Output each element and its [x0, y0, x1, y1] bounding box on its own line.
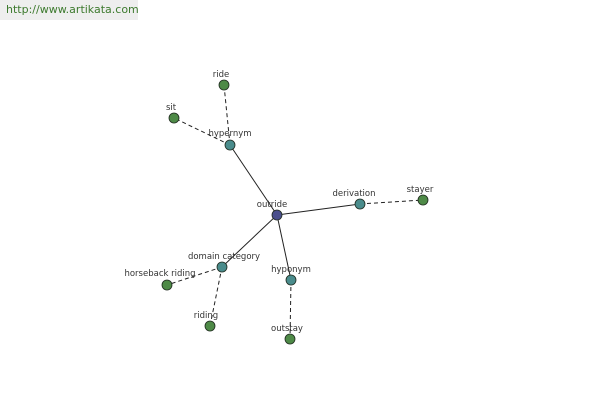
node-horseback-riding[interactable] — [161, 279, 173, 291]
edge-outride-hypernym — [229, 144, 278, 216]
edge-hypernym-ride — [223, 84, 231, 146]
node-derivation[interactable] — [354, 198, 366, 210]
edge-derivation-stayer — [359, 199, 424, 205]
node-label-horseback-riding[interactable]: horseback riding — [124, 269, 195, 279]
node-outride[interactable] — [271, 209, 283, 221]
nodes-layer — [161, 79, 429, 345]
edge-hyponym-outstay — [289, 279, 292, 340]
edges-layer — [166, 84, 424, 340]
node-riding[interactable] — [204, 320, 216, 332]
node-label-hypernym[interactable]: hypernym — [208, 129, 251, 139]
node-label-stayer[interactable]: stayer — [407, 185, 434, 195]
node-hyponym[interactable] — [285, 274, 297, 286]
node-label-riding[interactable]: riding — [194, 311, 218, 321]
node-ride[interactable] — [218, 79, 230, 91]
node-label-hyponym[interactable]: hyponym — [271, 265, 311, 275]
node-label-domain-category[interactable]: domain category — [188, 252, 260, 262]
node-label-outstay[interactable]: outstay — [271, 324, 303, 334]
labels-layer: outride hypernym derivation domain category… — [124, 70, 433, 334]
node-sit[interactable] — [168, 112, 180, 124]
node-label-outride[interactable]: outride — [257, 200, 287, 210]
node-outstay[interactable] — [284, 333, 296, 345]
edge-hypernym-sit — [173, 117, 231, 146]
edge-domain-category-riding — [209, 266, 223, 327]
edge-outride-hyponym — [276, 214, 292, 281]
node-hypernym[interactable] — [224, 139, 236, 151]
node-domain-category[interactable] — [216, 261, 228, 273]
site-url-link[interactable]: http://www.artikata.com — [0, 0, 139, 20]
node-label-sit[interactable]: sit — [166, 103, 177, 113]
node-label-derivation[interactable]: derivation — [332, 189, 375, 199]
edge-domain-category-horseback-riding — [166, 266, 223, 286]
node-label-ride[interactable]: ride — [213, 70, 229, 80]
edge-outride-domain-category — [221, 214, 278, 268]
edge-outride-derivation — [276, 203, 361, 216]
node-stayer[interactable] — [417, 194, 429, 206]
